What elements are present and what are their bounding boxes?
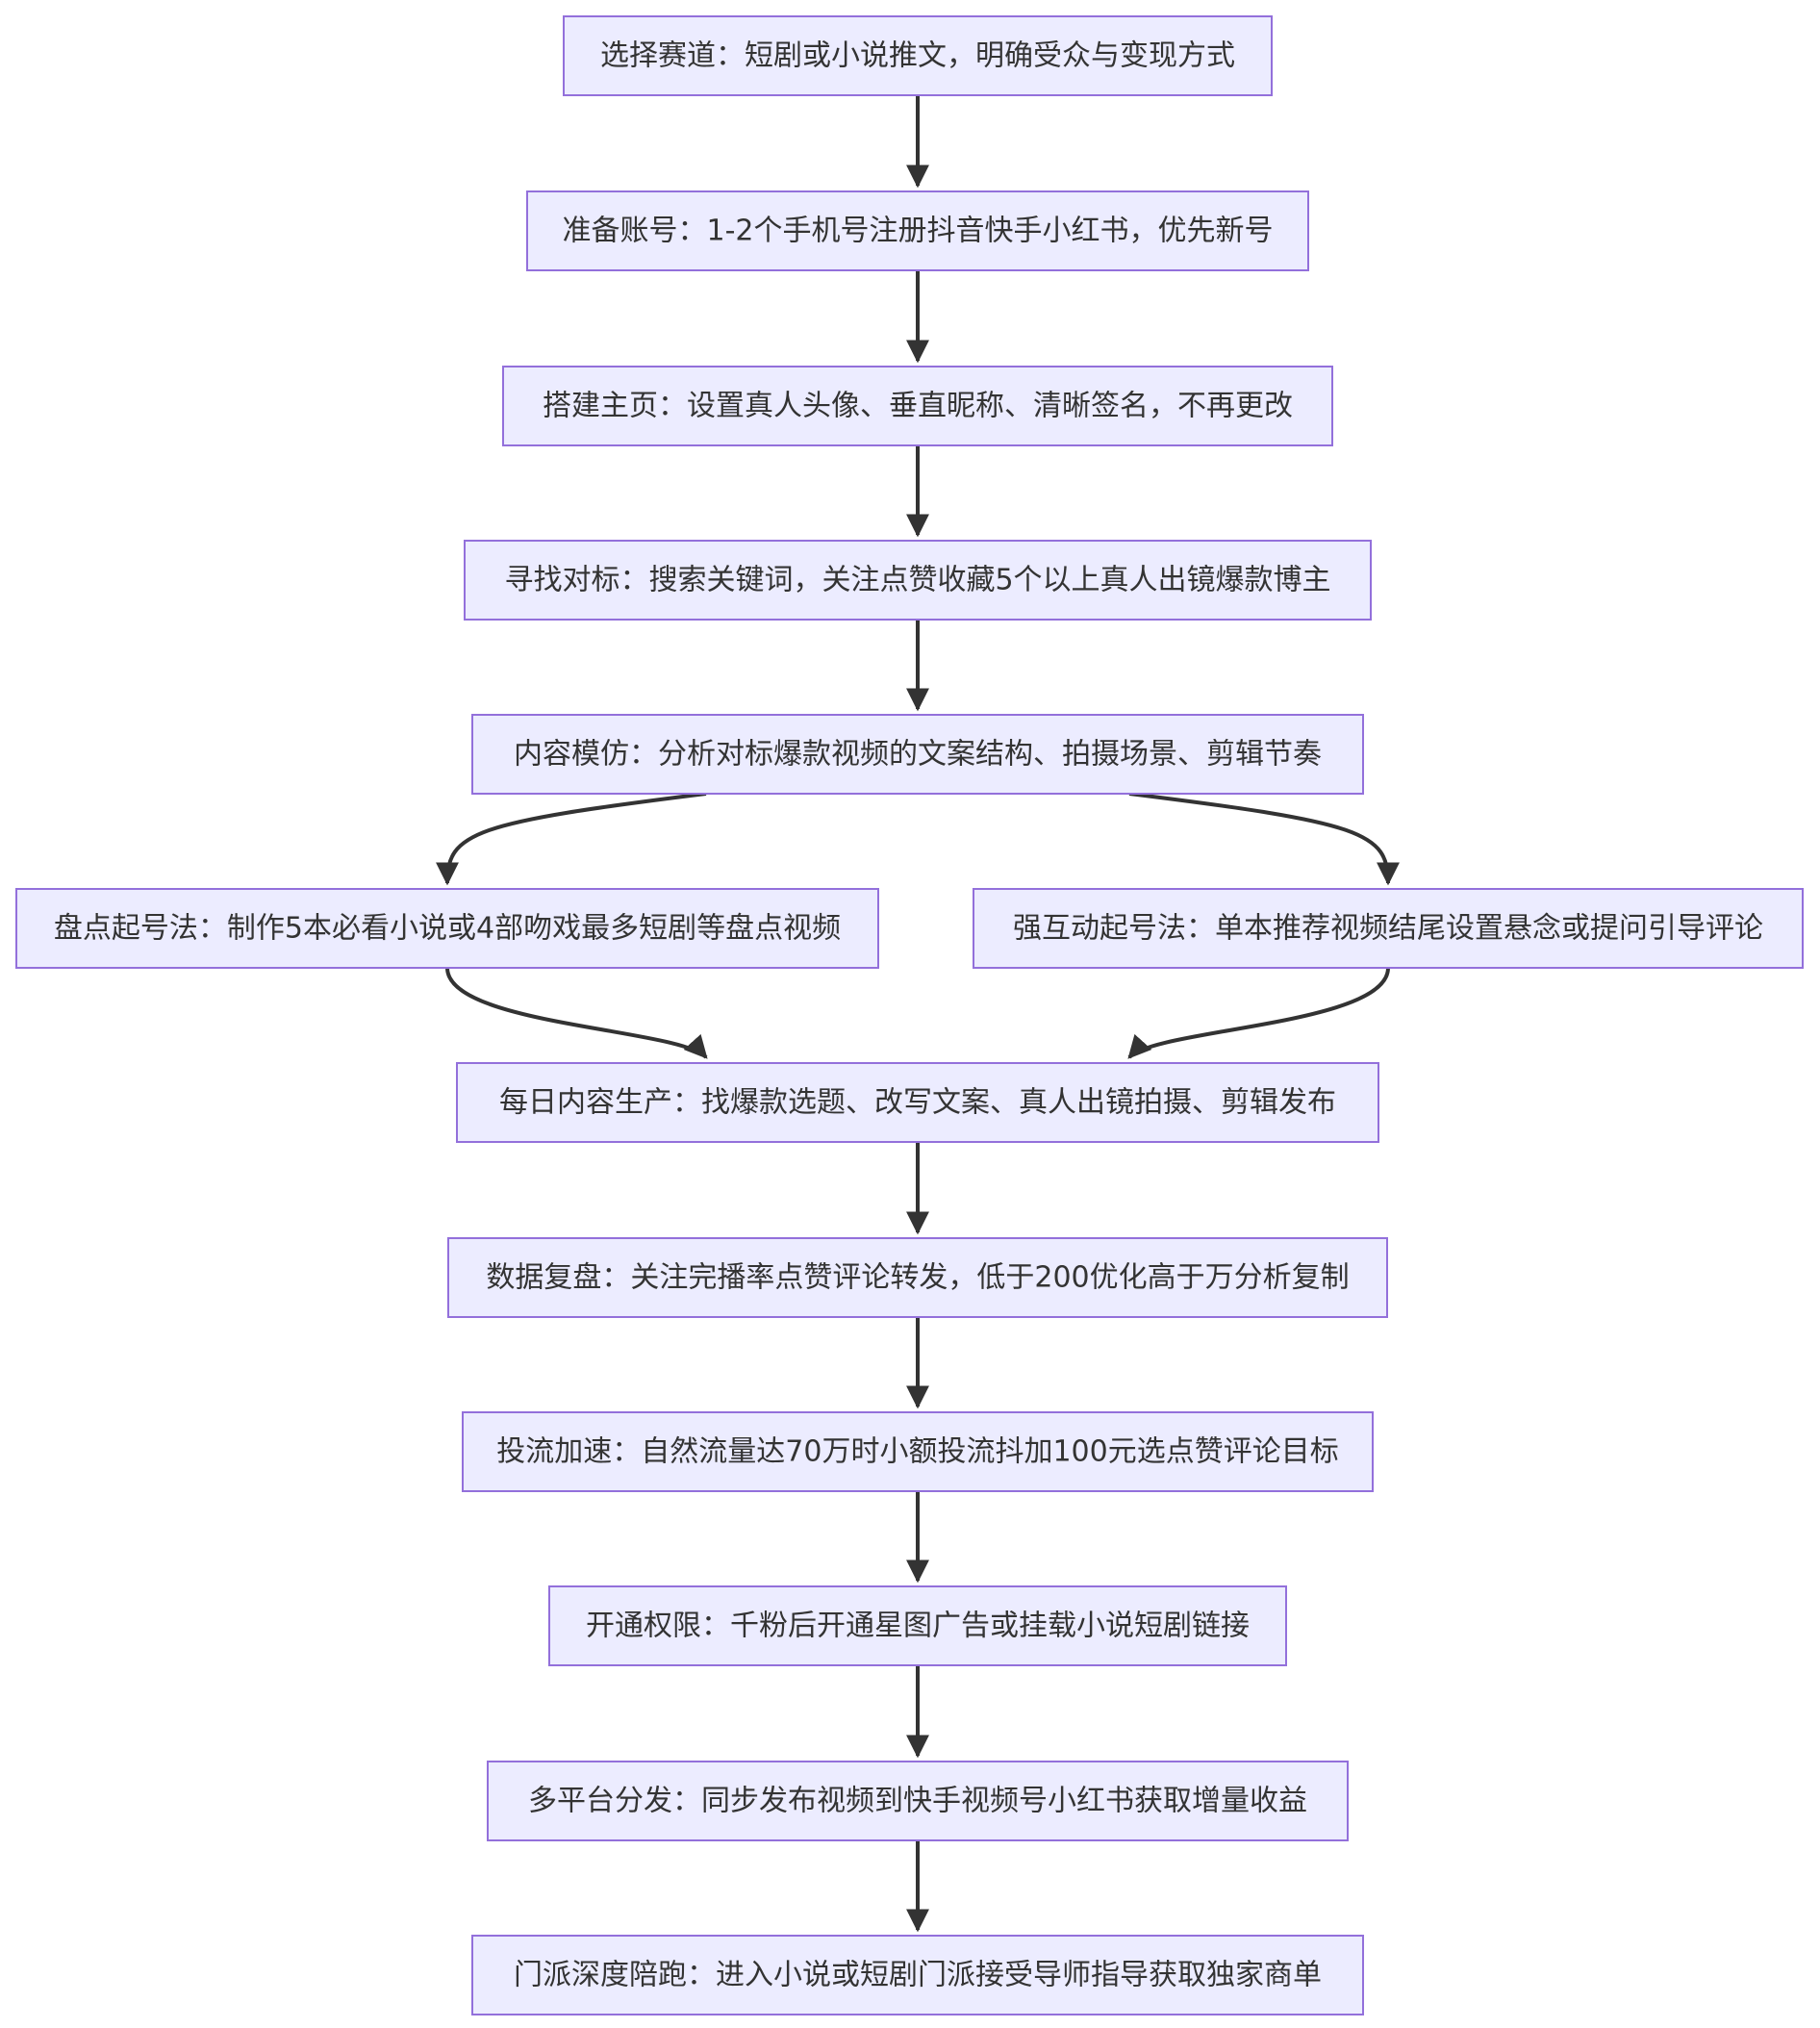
flow-node-box — [462, 1411, 1374, 1492]
flow-node-box — [456, 1062, 1379, 1143]
flow-node-label: 强互动起号法：单本推荐视频结尾设置悬念或提问引导评论 — [1013, 912, 1763, 946]
flow-node-n12: 门派深度陪跑：进入小说或短剧门派接受导师指导获取独家商单 — [471, 1935, 1364, 2015]
flow-node-box — [487, 1761, 1349, 1841]
flow-node-box — [563, 15, 1273, 96]
flow-node-label: 多平台分发：同步发布视频到快手视频号小红书获取增量收益 — [528, 1785, 1307, 1818]
flow-node-n5: 内容模仿：分析对标爆款视频的文案结构、拍摄场景、剪辑节奏 — [471, 714, 1364, 795]
flow-node-box — [502, 366, 1333, 446]
flow-node-n11: 多平台分发：同步发布视频到快手视频号小红书获取增量收益 — [487, 1761, 1349, 1841]
flow-node-n4: 寻找对标：搜索关键词，关注点赞收藏5个以上真人出镜爆款博主 — [464, 540, 1372, 621]
flow-node-box — [973, 888, 1804, 969]
flow-node-n7: 每日内容生产：找爆款选题、改写文案、真人出镜拍摄、剪辑发布 — [456, 1062, 1379, 1143]
flow-node-label: 内容模仿：分析对标爆款视频的文案结构、拍摄场景、剪辑节奏 — [514, 738, 1322, 772]
flow-node-n6a: 盘点起号法：制作5本必看小说或4部吻戏最多短剧等盘点视频 — [15, 888, 879, 969]
flow-edge-n6a-n7 — [445, 967, 708, 1059]
flow-node-n9: 投流加速：自然流量达70万时小额投流抖加100元选点赞评论目标 — [462, 1411, 1374, 1492]
flow-node-box — [471, 1935, 1364, 2015]
flow-node-box — [548, 1585, 1287, 1666]
flow-node-label: 搭建主页：设置真人头像、垂直昵称、清晰签名，不再更改 — [543, 390, 1293, 423]
flow-node-label: 门派深度陪跑：进入小说或短剧门派接受导师指导获取独家商单 — [514, 1959, 1322, 1992]
flow-node-label: 数据复盘：关注完播率点赞评论转发，低于200优化高于万分析复制 — [486, 1261, 1349, 1295]
flow-node-n8: 数据复盘：关注完播率点赞评论转发，低于200优化高于万分析复制 — [447, 1237, 1388, 1318]
flow-node-n2: 准备账号：1-2个手机号注册抖音快手小红书，优先新号 — [526, 190, 1309, 271]
flow-node-box — [526, 190, 1309, 271]
flow-node-box — [471, 714, 1364, 795]
flow-node-n6b: 强互动起号法：单本推荐视频结尾设置悬念或提问引导评论 — [973, 888, 1804, 969]
flow-node-box — [15, 888, 879, 969]
flow-node-label: 盘点起号法：制作5本必看小说或4部吻戏最多短剧等盘点视频 — [54, 912, 841, 946]
edges-layer — [436, 95, 1400, 1933]
flow-node-n10: 开通权限：千粉后开通星图广告或挂载小说短剧链接 — [548, 1585, 1287, 1666]
flow-node-box — [447, 1237, 1388, 1318]
flow-edge-n6b-n7 — [1127, 967, 1390, 1059]
flow-edge-n5-n6b — [1128, 792, 1400, 886]
flow-node-n3: 搭建主页：设置真人头像、垂直昵称、清晰签名，不再更改 — [502, 366, 1333, 446]
flow-node-label: 寻找对标：搜索关键词，关注点赞收藏5个以上真人出镜爆款博主 — [504, 564, 1330, 597]
nodes-layer: 选择赛道：短剧或小说推文，明确受众与变现方式准备账号：1-2个手机号注册抖音快手… — [15, 15, 1804, 2015]
flow-node-label: 开通权限：千粉后开通星图广告或挂载小说短剧链接 — [586, 1610, 1250, 1643]
flow-node-box — [464, 540, 1372, 621]
flow-node-n1: 选择赛道：短剧或小说推文，明确受众与变现方式 — [563, 15, 1273, 96]
flow-edge-n5-n6a — [436, 792, 707, 886]
flow-node-label: 每日内容生产：找爆款选题、改写文案、真人出镜拍摄、剪辑发布 — [499, 1086, 1336, 1120]
flow-node-label: 准备账号：1-2个手机号注册抖音快手小红书，优先新号 — [563, 215, 1274, 248]
flow-node-label: 选择赛道：短剧或小说推文，明确受众与变现方式 — [600, 39, 1235, 73]
flow-node-label: 投流加速：自然流量达70万时小额投流抖加100元选点赞评论目标 — [496, 1435, 1338, 1469]
